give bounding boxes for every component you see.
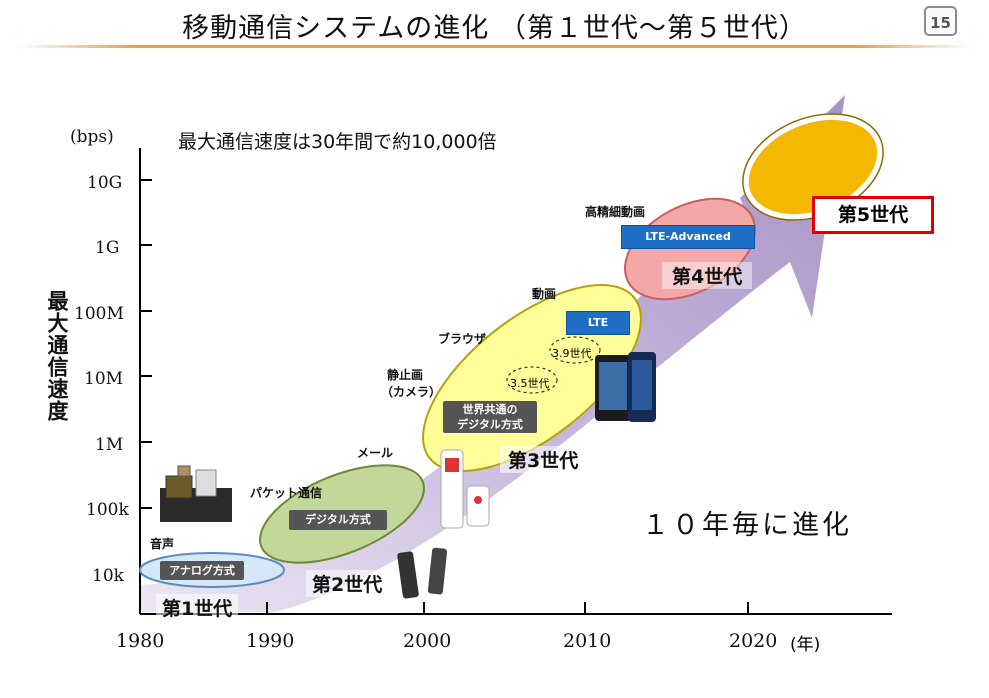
slide-title: 移動通信システムの進化 （第１世代～第５世代） (182, 13, 807, 44)
gen5-label: 第5世代 (812, 196, 934, 234)
title-underline (18, 45, 973, 48)
3g-phones-icon (440, 449, 490, 529)
gen3-5-label: 3.5世代 (510, 377, 550, 390)
gen4-label: 第4世代 (662, 262, 753, 289)
y-tick-label-1M: 1M (95, 435, 124, 455)
gen3-tech-pill: 世界共通の デジタル方式 (443, 401, 537, 433)
feature-phones-icon (397, 547, 448, 599)
gen3-5-ellipse (506, 366, 558, 394)
headline: 最大通信速度は30年間で約10,000倍 (178, 131, 497, 153)
gen3-service-browser: ブラウザ (438, 332, 487, 346)
gen4-lte-box: LTE (566, 311, 630, 335)
gen1-label: 第1世代 (156, 594, 239, 621)
x-tick-label-2010: 2010 (563, 630, 612, 652)
page-number: 15 (924, 6, 957, 36)
gen1-tech-pill: アナログ方式 (160, 561, 244, 580)
gen2-label: 第2世代 (306, 570, 389, 597)
gen4-ellipse (623, 197, 757, 301)
gen3-tech-line2: デジタル方式 (457, 418, 523, 431)
gen3-9-ellipse (549, 336, 601, 364)
gen2-tech-pill: デジタル方式 (289, 510, 387, 530)
x-tick-label-1980: 1980 (116, 630, 165, 652)
x-tick-label-2000: 2000 (403, 630, 452, 652)
gen3-service-mail: メール (357, 446, 394, 460)
gen3-9-label: 3.9世代 (552, 347, 592, 360)
gen1-service-label: 音声 (150, 537, 175, 551)
car-phone-icon (160, 465, 232, 522)
trend-text: １０年毎に進化 (642, 510, 852, 541)
y-tick-label-100M: 100M (74, 304, 124, 324)
gen4-service-video: 動画 (532, 287, 557, 301)
y-tick-label-10M: 10M (84, 369, 124, 389)
y-tick-label-100k: 100k (86, 500, 129, 520)
smartphones-icon (595, 352, 656, 422)
gen4-lte-advanced-box: LTE-Advanced (621, 225, 755, 249)
gen4-service-hd-video: 高精細動画 (585, 205, 646, 219)
gen3-label: 第3世代 (500, 446, 587, 473)
y-tick-label-10k: 10k (92, 566, 124, 586)
y-unit-label: (bps) (70, 127, 114, 147)
y-tick-label-1G: 1G (95, 238, 120, 258)
x-unit-label: (年) (790, 635, 821, 655)
gen3-service-still-image: 静止画 (387, 368, 424, 382)
y-tick-label-10G: 10G (87, 173, 123, 193)
gen3-service-camera: （カメラ） (381, 385, 442, 399)
gen2-service-label: パケット通信 (250, 486, 323, 500)
gen3-tech-line1: 世界共通の (462, 403, 518, 416)
x-tick-label-1990: 1990 (246, 630, 295, 652)
x-tick-label-2020: 2020 (729, 630, 778, 652)
y-axis-title: 最大通信速度 (45, 290, 69, 422)
